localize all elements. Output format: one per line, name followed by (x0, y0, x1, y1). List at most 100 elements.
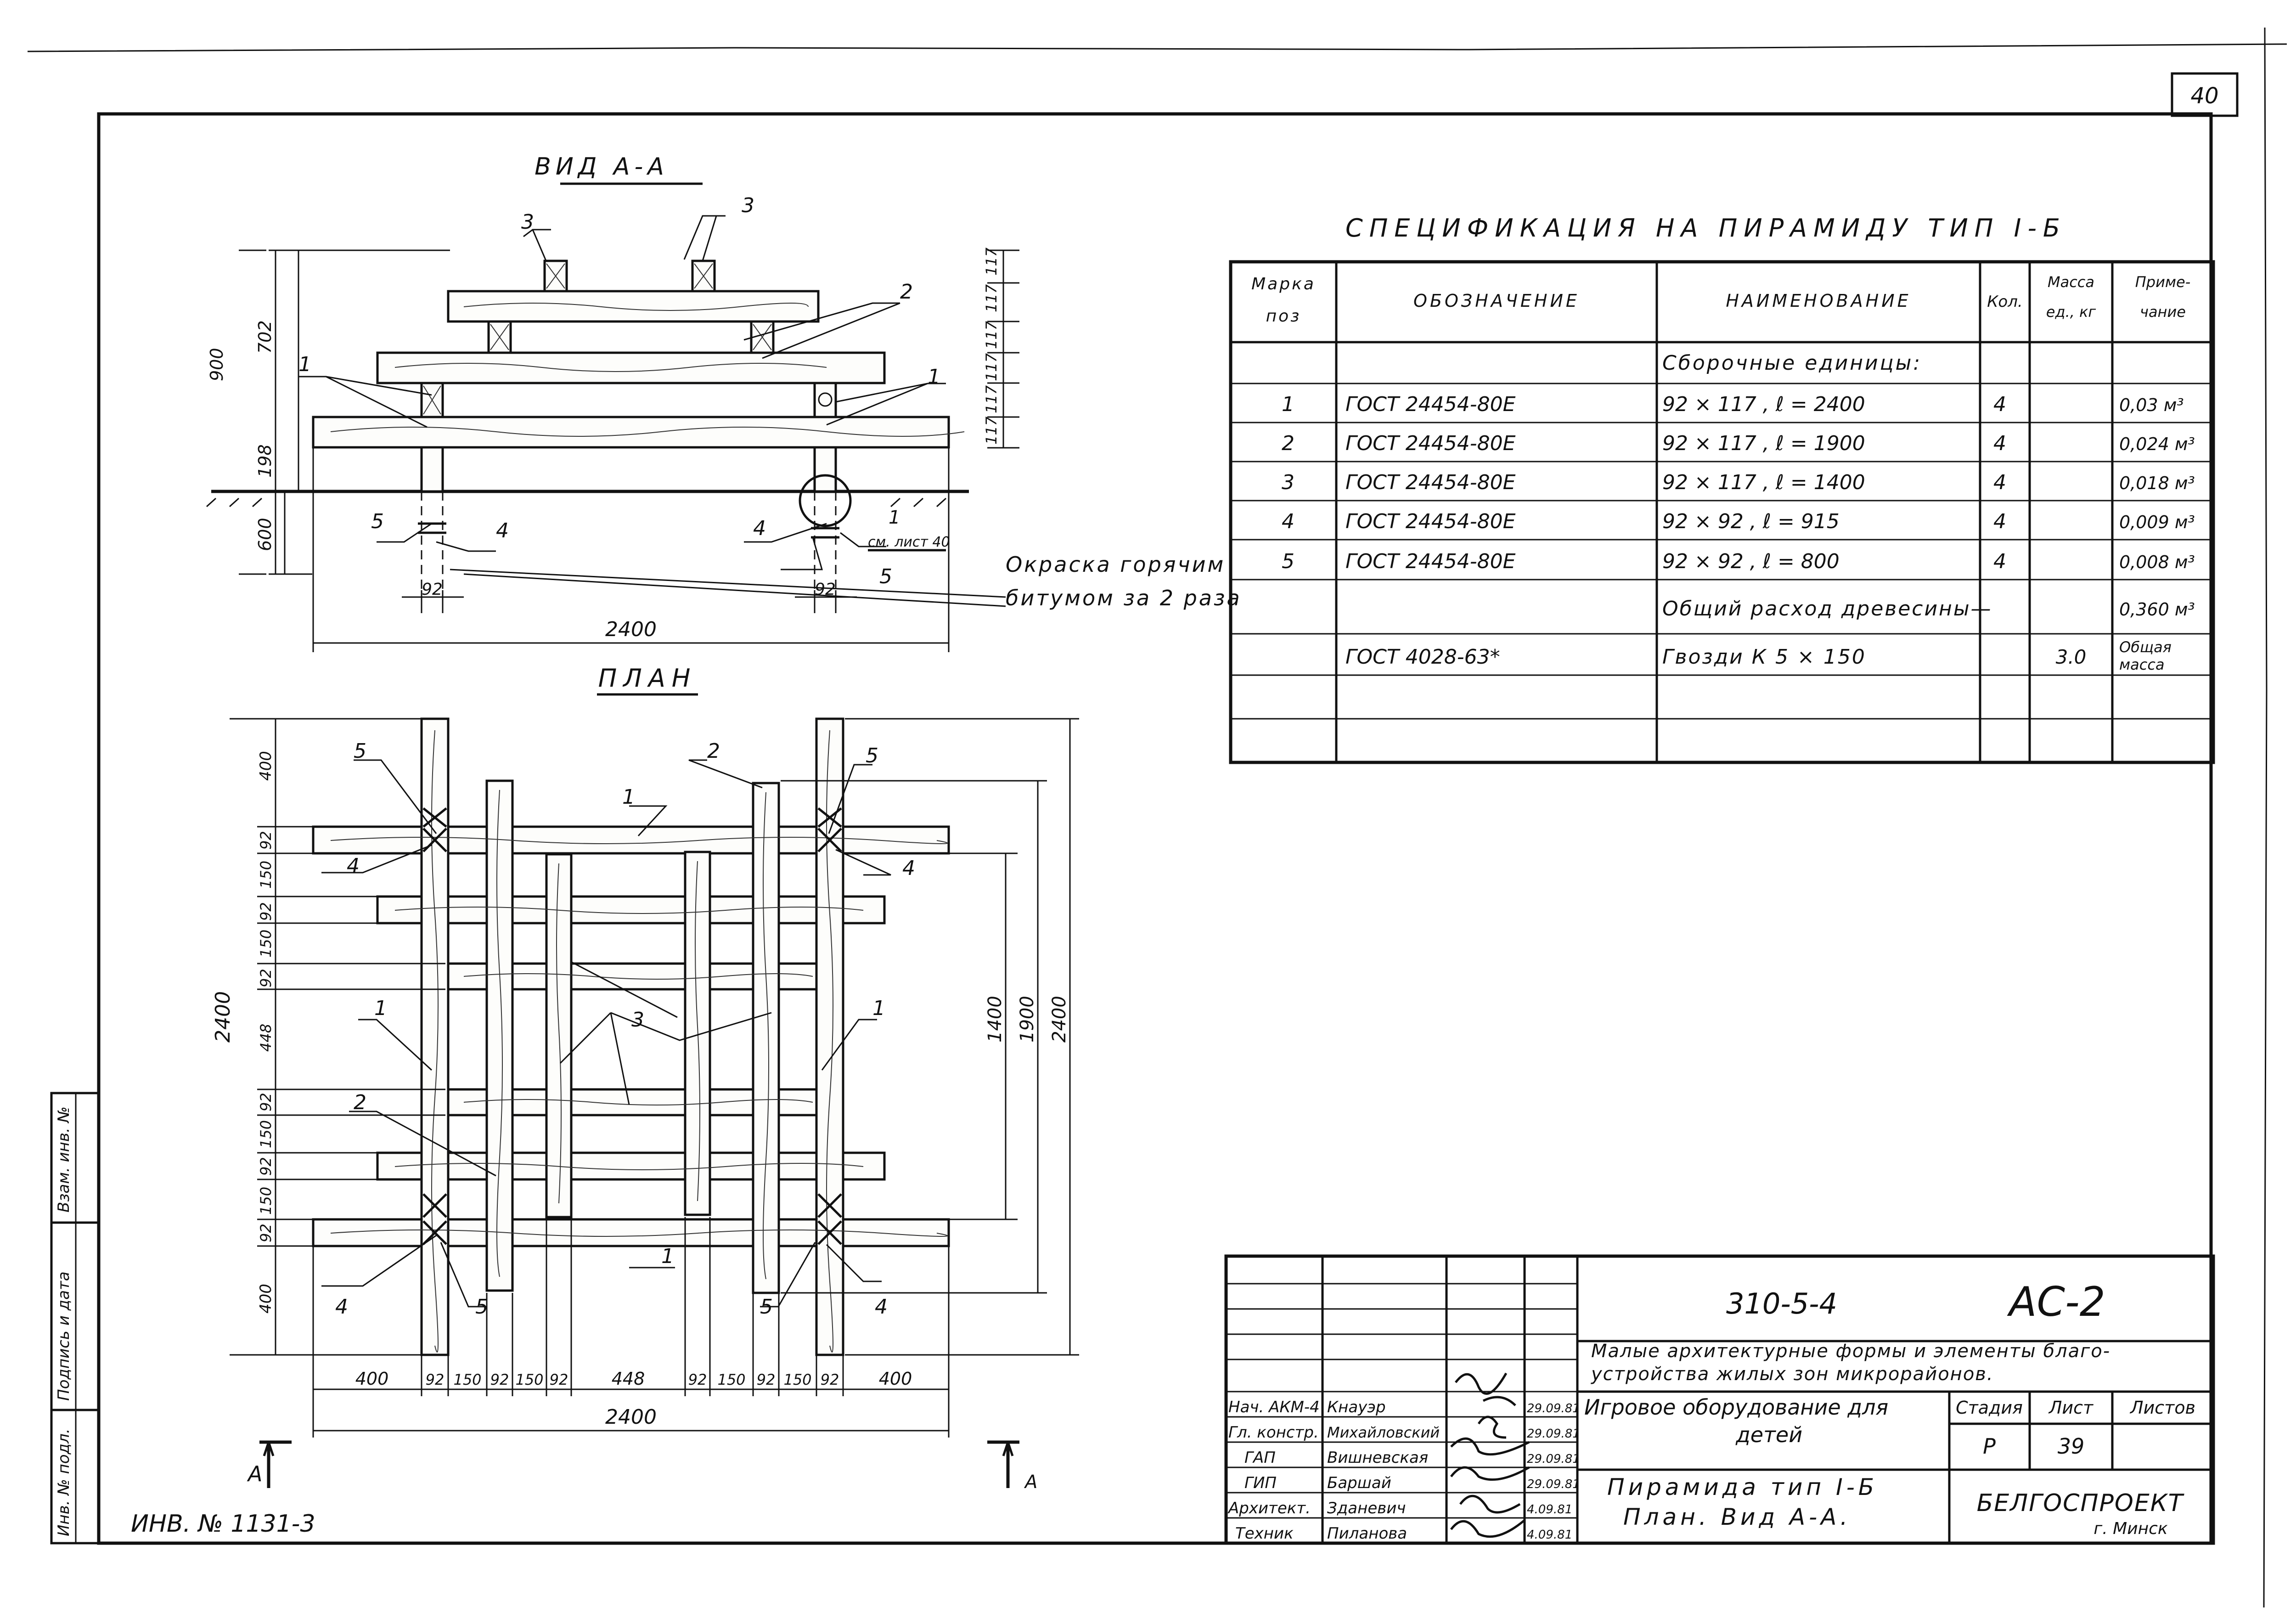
plan-bottom-150d: 150 (783, 1371, 811, 1388)
plan-left-92b: 92 (257, 902, 275, 921)
person-4-name: Баршай (1327, 1474, 1391, 1492)
spec-r4-note: 0,009 м³ (2119, 512, 2195, 532)
dim-tier-4: 117 (983, 353, 1000, 381)
spec-r1-des: ГОСТ 24454-80Е (1345, 393, 1516, 416)
coating-note-line1: Окраска горячим (1006, 552, 1225, 577)
view-callout-3-left: 3 (521, 210, 534, 234)
sheet-value: 39 (2058, 1434, 2085, 1459)
sheet-code: АС-2 (2007, 1278, 2105, 1325)
object-line1: Игровое оборудование для (1584, 1395, 1888, 1420)
plan-bottom-400b: 400 (879, 1369, 912, 1389)
dim-tier-2: 117 (983, 284, 1000, 312)
spec-section-row: Сборочные единицы: (1662, 351, 1922, 375)
plan-right-1900: 1900 (1017, 996, 1038, 1043)
sheet-number-box (2171, 72, 2239, 117)
dim-tier-6: 117 (983, 416, 1000, 445)
spec-title: СПЕЦИФИКАЦИЯ НА ПИРАМИДУ ТИП I-Б (1345, 214, 2066, 242)
spec-r4-qty: 4 (1993, 510, 2006, 533)
margin-stamp: Взам. инв. № Подпись и дата Инв. № подл. (50, 1092, 100, 1545)
spec-head-mass-2: ед., кг (2046, 303, 2096, 321)
spec-r2-name: 92 × 117 , ℓ = 1900 (1662, 432, 1865, 455)
spec-r4-pos: 4 (1282, 510, 1294, 533)
dim-overall-width: 2400 (605, 618, 657, 641)
plan-callout-1-bottom: 1 (661, 1245, 674, 1268)
plan-callout-4-br: 4 (875, 1295, 888, 1319)
spec-r2-pos: 2 (1282, 432, 1294, 455)
spec-r1-pos: 1 (1282, 393, 1294, 416)
signature-4 (1450, 1466, 1530, 1481)
spec-table: СПЕЦИФИКАЦИЯ НА ПИРАМИДУ ТИП I-Б Марка п… (1229, 214, 2215, 764)
stage-label: Стадия (1956, 1398, 2023, 1418)
spec-total-name: Общий расход древесины— (1662, 597, 1992, 620)
plan-view: ПЛАН 2400 400 92 150 92 150 92 448 92 (211, 664, 1079, 1493)
plan-left-150a: 150 (257, 861, 275, 889)
signature-2 (1477, 1415, 1507, 1439)
doc-code: 310-5-4 (1726, 1287, 1837, 1320)
plan-left-92d: 92 (257, 1093, 275, 1111)
plan-board-1-top (312, 825, 950, 855)
detail-circle (799, 474, 852, 527)
spec-r3-note: 0,018 м³ (2119, 473, 2195, 493)
view-callout-5-left: 5 (371, 510, 384, 533)
spec-r5-pos: 5 (1282, 550, 1294, 573)
organization: БЕЛГОСПРОЕКТ (1977, 1489, 2185, 1517)
see-sheet-note: см. лист 40 (868, 534, 950, 550)
plan-right-1400: 1400 (985, 996, 1006, 1043)
signature-6 (1450, 1519, 1525, 1538)
plan-callout-2-bottom: 2 (354, 1091, 366, 1114)
plan-title: ПЛАН (598, 664, 697, 693)
view-board-1 (312, 416, 950, 449)
plan-left-92f: 92 (257, 1224, 275, 1242)
spec-r1-qty: 4 (1993, 393, 2006, 416)
plan-bottom-92d: 92 (688, 1371, 707, 1388)
spec-nails-des: ГОСТ 4028-63* (1345, 645, 1500, 669)
plan-bottom-92b: 92 (490, 1371, 509, 1388)
person-5-name: Зданевич (1327, 1499, 1406, 1517)
plan-left-92c: 92 (257, 969, 275, 987)
plan-callout-5-tr: 5 (866, 744, 878, 767)
spec-head-name: НАИМЕНОВАНИЕ (1726, 291, 1911, 311)
view-callout-4-right: 4 (753, 517, 766, 540)
plan-bottom-400a: 400 (355, 1369, 389, 1389)
spec-r4-name: 92 × 92 , ℓ = 915 (1662, 510, 1840, 533)
spec-head-mass-1: Масса (2048, 273, 2094, 291)
person-2-role: Гл. констр. (1228, 1423, 1319, 1442)
signature-1 (1455, 1372, 1516, 1406)
coating-note-line2: битумом за 2 раза (1006, 586, 1242, 610)
spec-r5-name: 92 × 92 , ℓ = 800 (1662, 550, 1840, 573)
view-board-2 (376, 351, 886, 384)
project-line1: Малые архитектурные формы и элементы бла… (1591, 1341, 2110, 1362)
plan-callout-5-bl: 5 (475, 1295, 488, 1319)
dim-tier-5: 117 (983, 385, 1000, 413)
plan-left-150c: 150 (257, 1120, 275, 1148)
plan-bottom-448: 448 (612, 1369, 645, 1389)
plan-callout-4-tr: 4 (902, 857, 915, 880)
person-3-role: ГАП (1244, 1449, 1276, 1467)
person-5-role: Архитект. (1227, 1499, 1311, 1517)
plan-left-92a: 92 (257, 831, 275, 850)
stamp-inv-orig: Инв. № подл. (55, 1428, 73, 1536)
view-callout-4-left: 4 (496, 519, 509, 542)
spec-head-note-1: Приме- (2135, 273, 2191, 291)
plan-left-150b: 150 (257, 930, 275, 958)
spec-nails-mass: 3.0 (2056, 646, 2087, 668)
spec-r3-qty: 4 (1993, 471, 2006, 494)
person-3-name: Вишневская (1327, 1449, 1428, 1467)
spec-r3-name: 92 × 117 , ℓ = 1400 (1662, 471, 1865, 494)
inventory-number: ИНВ. № 1131-3 (131, 1510, 315, 1538)
drawing-frame (97, 112, 2213, 1545)
section-marker-left: A (247, 1461, 262, 1486)
view-callout-5-right: 5 (879, 565, 892, 588)
plan-vboard-2-right (752, 782, 780, 1294)
spec-r2-qty: 4 (1993, 432, 2006, 455)
view-board-3 (447, 290, 820, 323)
plan-bottom-total: 2400 (605, 1405, 657, 1429)
spec-head-qty: Кол. (1987, 293, 2022, 311)
spec-r3-pos: 3 (1282, 471, 1294, 494)
spec-head-designation: ОБОЗНАЧЕНИЕ (1413, 291, 1580, 311)
spec-r5-note: 0,008 м³ (2119, 552, 2195, 572)
plan-bottom-150a: 150 (453, 1371, 481, 1388)
plan-left-400a: 400 (257, 751, 275, 781)
plan-post-left (420, 717, 450, 1356)
stage-value: Р (1983, 1434, 1996, 1459)
